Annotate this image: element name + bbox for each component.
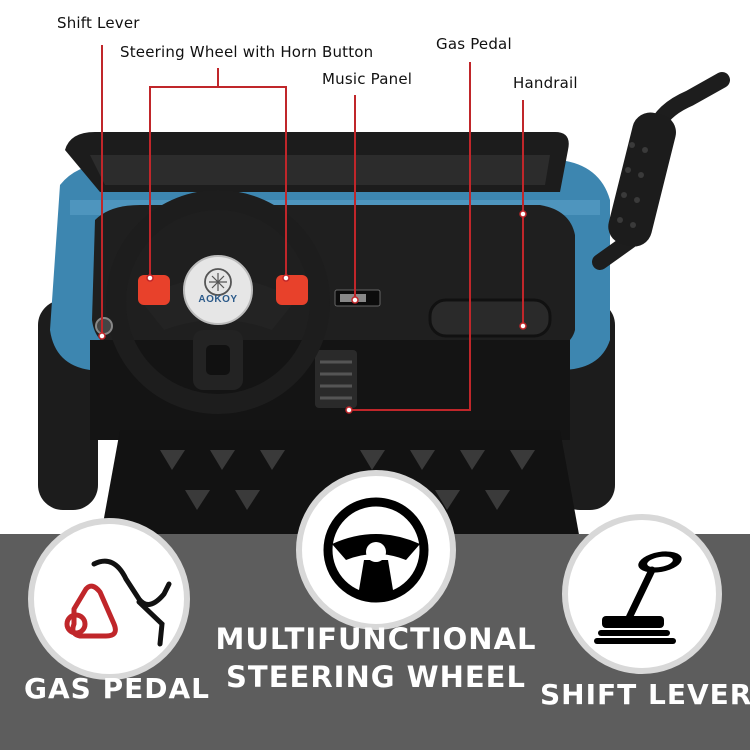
shift-lever-icon: [594, 551, 682, 644]
horn-button-left: [138, 275, 170, 305]
shift-lever-knob: [95, 317, 113, 335]
steering-wheel-icon: [323, 497, 429, 603]
feature-label-gas-pedal: GAS PEDAL: [24, 672, 210, 705]
handrail: [428, 298, 552, 338]
gas-pedal-badge: [28, 518, 190, 680]
callout-handrail: Handrail: [513, 74, 578, 92]
callout-gas-pedal: Gas Pedal: [436, 35, 512, 53]
feature-label-shift-lever: SHIFT LEVER: [540, 678, 750, 711]
gas-pedal-icon: [64, 558, 172, 647]
callout-music-panel: Music Panel: [322, 70, 413, 88]
steering-wheel-badge: [296, 470, 456, 630]
feature-label-steering-wheel: MULTIFUNCTIONAL STEERING WHEEL: [200, 620, 552, 696]
steering-wheel: [106, 190, 330, 414]
feature-label-steering-line2: STEERING WHEEL: [226, 660, 526, 694]
air-vent: [315, 350, 357, 408]
shift-lever-badge: [562, 514, 722, 674]
callout-steering-wheel: Steering Wheel with Horn Button: [120, 43, 374, 61]
horn-button-right: [276, 275, 308, 305]
brand-logo: AOKOY: [198, 294, 238, 305]
callout-shift-lever: Shift Lever: [57, 14, 140, 32]
feature-label-steering-line1: MULTIFUNCTIONAL: [215, 622, 537, 656]
